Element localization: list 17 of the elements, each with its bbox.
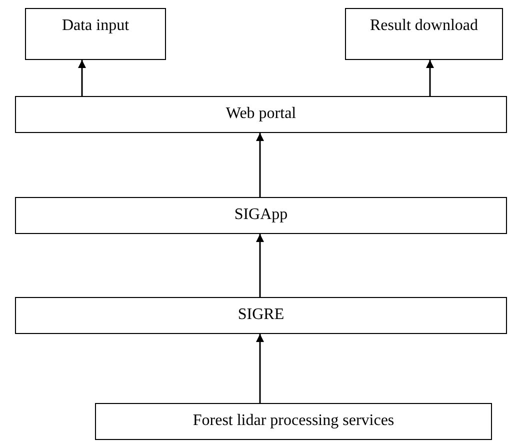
- process-box: [15, 197, 507, 234]
- process-box: [15, 297, 507, 334]
- arrow: [256, 334, 264, 403]
- box-label: Forest lidar processing services: [192, 411, 394, 431]
- arrow: [256, 234, 264, 297]
- process-box: [95, 403, 492, 440]
- box-label: Web portal: [226, 104, 296, 124]
- arrow: [256, 133, 264, 197]
- arrow: [78, 60, 86, 96]
- box-label: SIGApp: [234, 205, 288, 225]
- box-label: SIGRE: [238, 305, 284, 325]
- process-box: [15, 96, 507, 133]
- box-label: Result download: [370, 16, 478, 36]
- box-label: Data input: [62, 16, 130, 36]
- process-box: [25, 8, 166, 60]
- process-box: [345, 8, 503, 60]
- arrow: [426, 60, 434, 96]
